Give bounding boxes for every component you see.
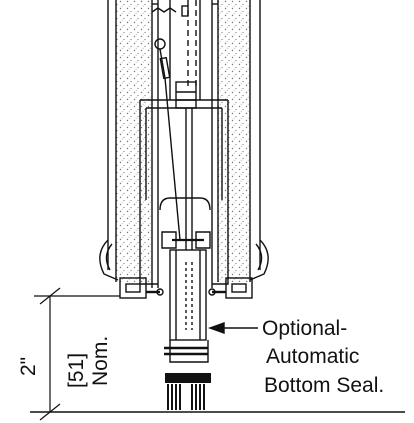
dimension-value-inches: 2"	[17, 356, 40, 376]
callout-leader	[207, 322, 258, 334]
right-weatherstrip	[208, 239, 269, 299]
left-weatherstrip	[99, 239, 164, 299]
brush-seal	[165, 373, 211, 410]
right-door-panel	[211, 0, 261, 288]
left-door-panel	[107, 0, 159, 288]
callout-line-1: Optional-	[262, 317, 348, 340]
dimension-qualifier: Nom.	[89, 335, 112, 386]
bottom-channel	[139, 81, 229, 285]
seal-carrier	[161, 231, 211, 363]
dimension-value-mm: [51]	[65, 352, 88, 388]
center-cavity	[151, 0, 201, 241]
dimension-lines	[34, 287, 120, 421]
callout-line-3: Bottom Seal.	[264, 374, 385, 397]
callout-line-2: Automatic	[266, 345, 360, 368]
